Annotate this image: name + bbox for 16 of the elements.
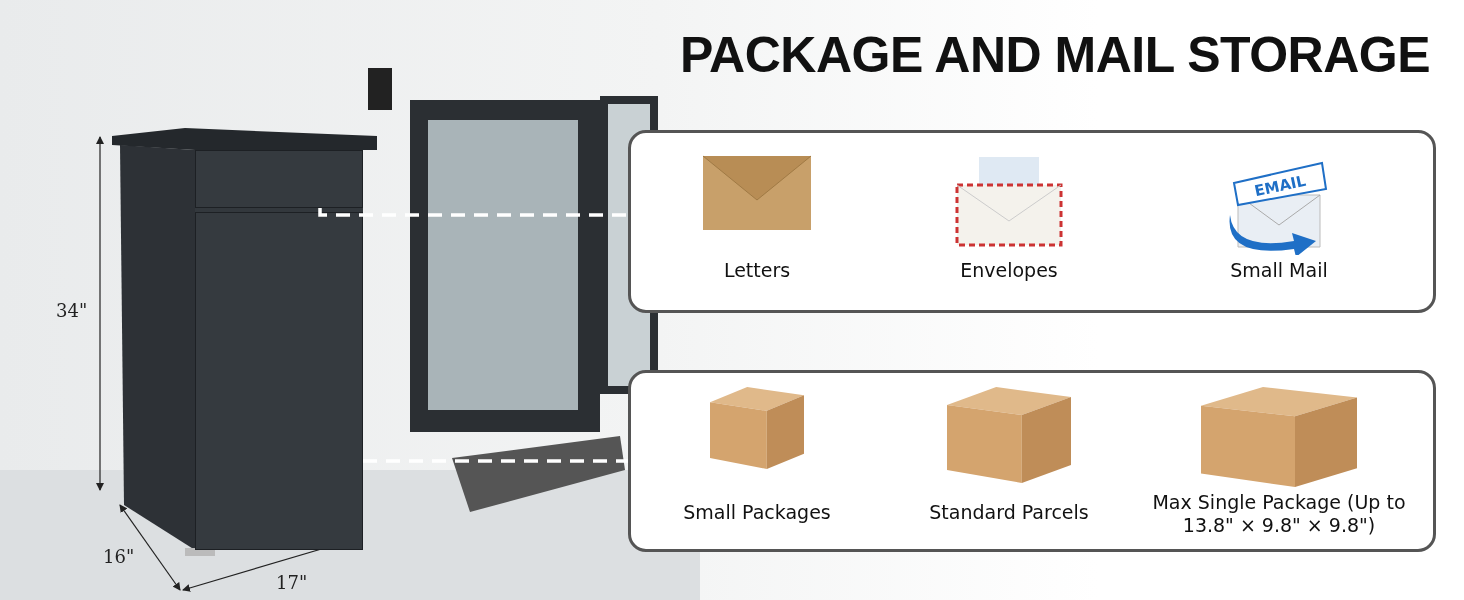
item-label: Letters: [722, 259, 792, 282]
item-panel: [628, 130, 1436, 313]
dimension-label: 17": [276, 572, 308, 593]
leader-line: [318, 208, 628, 217]
mail-slot-flap: [195, 150, 363, 208]
dimension-label: 34": [56, 300, 88, 321]
item-label: Small Mail: [1229, 259, 1329, 282]
item-panel: [628, 370, 1436, 552]
item-label: Small Packages: [682, 501, 832, 524]
item-label: Envelopes: [959, 259, 1059, 282]
title: PACKAGE AND MAIL STORAGE: [678, 26, 1432, 84]
lower-compartment-door: [195, 212, 363, 550]
dimension-label: 16": [103, 546, 135, 567]
leader-line: [363, 459, 628, 463]
item-label: Max Single Package (Up to 13.8" × 9.8" × 9.8"): [1151, 491, 1407, 537]
item-label: Standard Parcels: [928, 501, 1090, 524]
